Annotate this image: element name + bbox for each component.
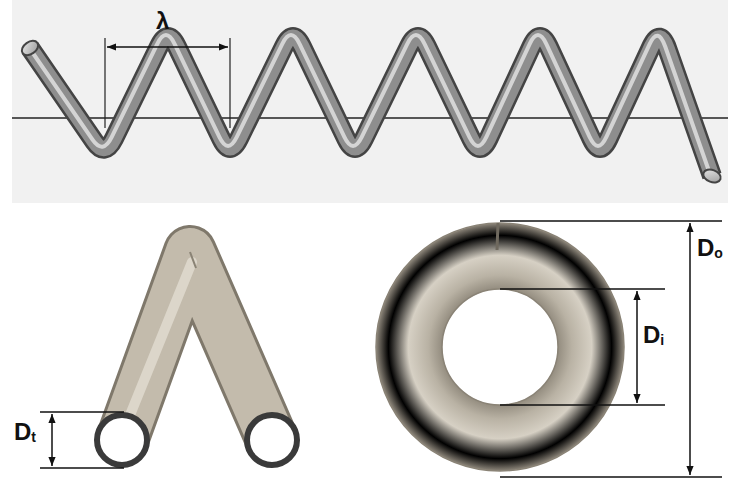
tube-section	[247, 415, 297, 465]
tube-seam	[190, 252, 196, 268]
extension-line	[500, 404, 665, 406]
coil-highlight	[28, 35, 710, 174]
extension-line	[40, 411, 124, 413]
tube-end	[19, 38, 41, 58]
outer-diameter-label: Do	[697, 234, 723, 260]
extension-line	[500, 476, 722, 478]
helical-coil	[19, 35, 722, 185]
wavelength-label: λ	[156, 8, 169, 34]
coil-body	[30, 37, 712, 176]
dimension-arrow	[51, 414, 53, 466]
tube-section	[97, 415, 147, 465]
dimension-arrow	[689, 223, 691, 475]
torus-seam	[497, 223, 498, 250]
extension-line	[500, 220, 722, 222]
single-turn	[97, 252, 297, 465]
extension-line	[229, 38, 230, 128]
tube-highlight	[128, 262, 192, 420]
panel-ground	[12, 0, 728, 203]
tube-outline	[122, 252, 272, 440]
inner-diameter-label: Di	[643, 321, 664, 347]
torus	[376, 223, 624, 471]
tube-body	[122, 252, 272, 440]
extension-line	[104, 38, 105, 128]
torus-hole	[442, 289, 558, 405]
dimension-arrow	[636, 291, 638, 403]
extension-line	[40, 467, 124, 469]
tube-end	[701, 167, 722, 184]
dimension-arrow	[107, 46, 228, 48]
torus-body	[376, 223, 624, 471]
tube-diameter-label: Dt	[14, 418, 36, 444]
extension-line	[500, 288, 665, 290]
coil-outline	[30, 37, 712, 176]
